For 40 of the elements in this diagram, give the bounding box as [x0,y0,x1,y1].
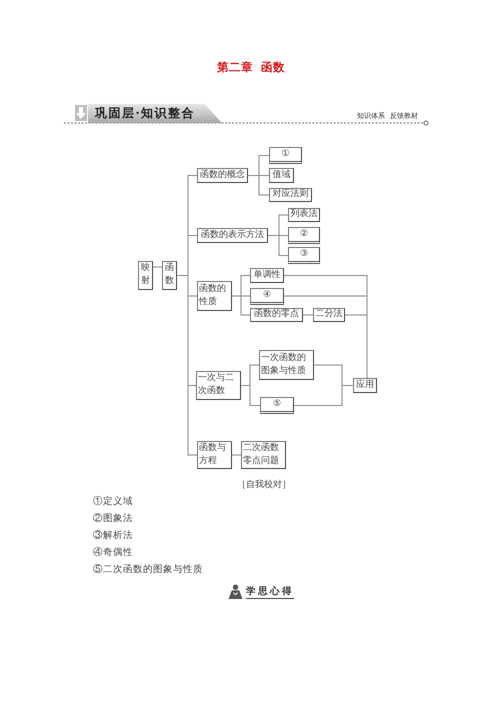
section-heading: 学思心得 [246,586,294,599]
text-box: 一次与二次函数 [196,371,241,400]
text-box: 对应法则 [269,188,312,202]
answer-text: ③解析法 [93,530,133,542]
answer-text: ④奇偶性 [93,547,133,559]
connector-line [232,454,242,456]
connector-line [240,385,260,406]
answer-box: ④ [250,288,284,304]
connector-line [344,314,368,378]
connector-line [152,266,162,268]
text-box: 值域 [269,168,294,183]
connector-line [302,314,314,316]
text-box: 函数的性质 [197,281,232,311]
section-banner: 巩固层·知识整合 [88,104,222,123]
text-box: 二次函数零点问题 [241,441,286,469]
section-heading: ［自我校对］ [237,479,291,491]
answer-box: ① [269,147,302,164]
text-box: 一次函数的图象与性质 [259,350,314,380]
answer-text: ①定义域 [93,496,133,508]
text-box: 函数的表示方法 [197,228,268,243]
connector-line [248,175,270,196]
text-box: 应用 [353,378,377,393]
text-box: 单调性 [250,268,284,283]
connector-line [232,296,250,316]
answer-box: ② [288,227,320,244]
text-box: 二分法 [313,308,345,322]
connector-line [294,385,354,406]
answer-text: ②图象法 [93,513,133,525]
answer-box: ③ [288,247,320,264]
page-title: 第二章 函数 [217,60,286,74]
text-box: 映射 [138,261,153,290]
text-box: 函数与方程 [197,441,232,469]
text-box: 函数的概念 [197,168,248,183]
answer-text: ⑤二次函数的图象与性质 [93,564,203,576]
connector-line [176,275,198,456]
answer-box: ⑤ [260,397,294,414]
text-box: 列表法 [288,208,320,222]
text-box: 函数 [162,261,177,290]
text-box: 函数的零点 [250,308,303,322]
connector-line [268,235,288,256]
